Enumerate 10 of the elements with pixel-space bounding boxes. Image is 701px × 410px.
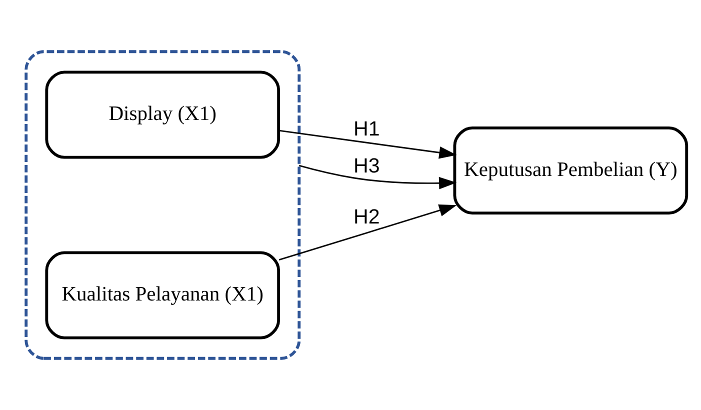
edge-label: H3 [354, 154, 380, 178]
node-box: Kualitas Pelayanan (X1) [45, 251, 280, 340]
arrow [278, 204, 457, 261]
node-box: Keputusan Pembelian (Y) [453, 126, 688, 215]
edge-label: H1 [354, 118, 380, 141]
edge-label: H2 [354, 206, 380, 229]
arrow [298, 164, 457, 190]
cluster [24, 50, 301, 360]
node-box: Display (X1) [45, 70, 280, 159]
arrow [278, 130, 457, 159]
